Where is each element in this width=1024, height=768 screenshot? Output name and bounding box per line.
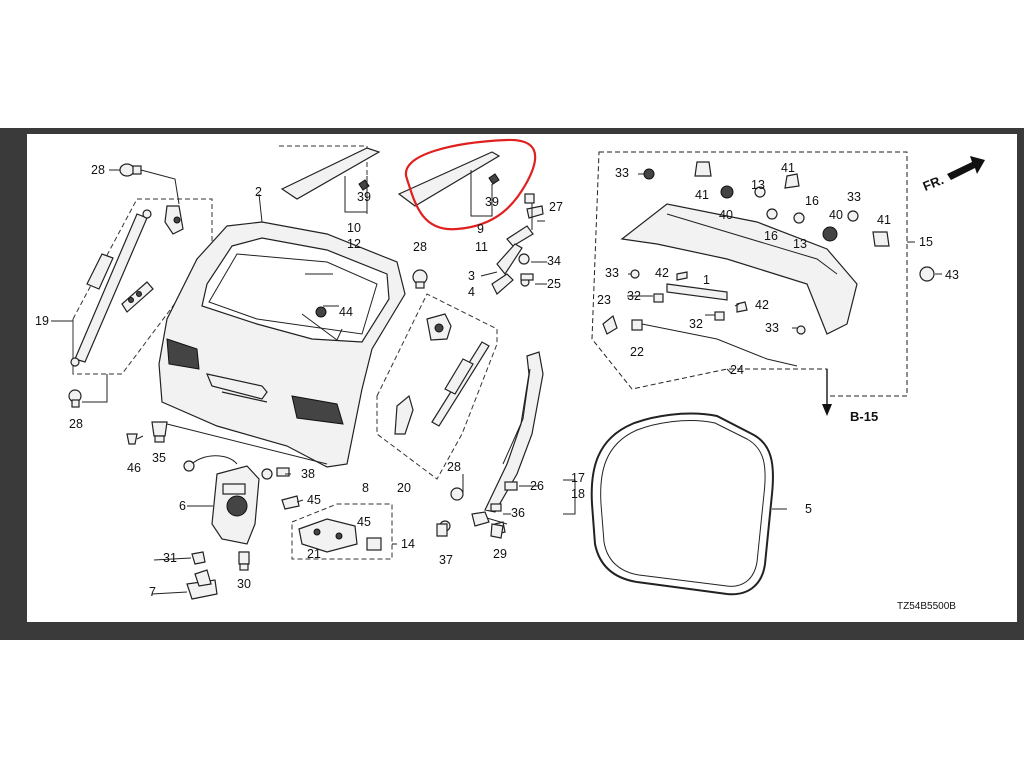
callout-28: 28 xyxy=(413,240,427,254)
callout-39: 39 xyxy=(357,190,371,204)
callout-19: 19 xyxy=(35,314,49,328)
callout-9: 9 xyxy=(477,222,484,236)
callout-8: 8 xyxy=(362,481,369,495)
callout-33: 33 xyxy=(765,321,779,335)
callout-2: 2 xyxy=(255,185,262,199)
callout-26: 26 xyxy=(530,479,544,493)
callout-31: 31 xyxy=(163,551,177,565)
highlight-circle xyxy=(404,138,537,231)
callout-24: 24 xyxy=(730,363,744,377)
clip-28-bottom xyxy=(68,374,108,408)
fasteners-46-35 xyxy=(126,421,168,445)
screenshot-frame: 28 2 10 12 39 39 9 11 27 28 34 3 4 25 19… xyxy=(0,128,1024,640)
callout-41: 41 xyxy=(877,213,891,227)
callout-20: 20 xyxy=(397,481,411,495)
callout-28: 28 xyxy=(91,163,105,177)
callout-18: 18 xyxy=(571,487,585,501)
callout-32: 32 xyxy=(627,289,641,303)
callout-46: 46 xyxy=(127,461,141,475)
callout-33: 33 xyxy=(605,266,619,280)
callout-29: 29 xyxy=(493,547,507,561)
callout-7: 7 xyxy=(149,585,156,599)
strut-group-20 xyxy=(376,269,498,501)
callout-17: 17 xyxy=(571,471,585,485)
reference-arrow xyxy=(822,369,832,416)
front-direction-arrow xyxy=(947,156,985,180)
handle-group-14 xyxy=(291,503,393,560)
callout-42: 42 xyxy=(655,266,669,280)
strut-group-19 xyxy=(70,198,213,375)
callout-28: 28 xyxy=(69,417,83,431)
strip-10-12 xyxy=(279,145,381,214)
callout-35: 35 xyxy=(152,451,166,465)
leader-lines xyxy=(51,169,942,595)
callout-45: 45 xyxy=(357,515,371,529)
fasteners-31-30-7 xyxy=(186,523,504,600)
callout-25: 25 xyxy=(547,277,561,291)
callout-22: 22 xyxy=(630,345,644,359)
callout-37: 37 xyxy=(439,553,453,567)
callout-38: 38 xyxy=(301,467,315,481)
callout-34: 34 xyxy=(547,254,561,268)
callout-40: 40 xyxy=(719,208,733,222)
latch-assembly-6 xyxy=(183,455,300,545)
callout-27: 27 xyxy=(549,200,563,214)
callout-6: 6 xyxy=(179,499,186,513)
callout-5: 5 xyxy=(805,502,812,516)
callout-40: 40 xyxy=(829,208,843,222)
callout-41: 41 xyxy=(781,161,795,175)
callout-11: 11 xyxy=(475,240,488,254)
spoiler-group-15 xyxy=(591,151,935,397)
reference-label: B-15 xyxy=(850,409,878,424)
strip-9-11 xyxy=(397,151,501,217)
callout-12: 12 xyxy=(347,237,361,251)
callout-10: 10 xyxy=(347,221,361,235)
tailgate-panel-2 xyxy=(158,221,406,468)
callout-21: 21 xyxy=(307,547,321,561)
callout-42: 42 xyxy=(755,298,769,312)
callout-labels: 28 2 10 12 39 39 9 11 27 28 34 3 4 25 19… xyxy=(35,161,959,612)
callout-32: 32 xyxy=(689,317,703,331)
callout-33: 33 xyxy=(615,166,629,180)
callout-16: 16 xyxy=(764,229,778,243)
callout-43: 43 xyxy=(945,268,959,282)
callout-1: 1 xyxy=(703,273,710,287)
tailgate-exploded-diagram: 28 2 10 12 39 39 9 11 27 28 34 3 4 25 19… xyxy=(35,138,985,612)
front-direction-label: FR. xyxy=(921,172,946,194)
clip-28-top xyxy=(119,163,180,205)
callout-13: 13 xyxy=(751,178,765,192)
callout-3: 3 xyxy=(468,269,475,283)
callout-28: 28 xyxy=(447,460,461,474)
callout-15: 15 xyxy=(919,235,933,249)
callout-13: 13 xyxy=(793,237,807,251)
callout-23: 23 xyxy=(597,293,611,307)
callout-45: 45 xyxy=(307,493,321,507)
weatherstrip-5 xyxy=(590,412,774,596)
callout-30: 30 xyxy=(237,577,251,591)
hinge-parts xyxy=(491,193,544,295)
callout-41: 41 xyxy=(695,188,709,202)
callout-14: 14 xyxy=(401,537,415,551)
callout-39: 39 xyxy=(485,195,499,209)
callout-16: 16 xyxy=(805,194,819,208)
callout-36: 36 xyxy=(511,506,525,520)
parts-diagram-sheet: 28 2 10 12 39 39 9 11 27 28 34 3 4 25 19… xyxy=(27,134,1017,622)
diagram-code: TZ54B5500B xyxy=(897,601,956,612)
callout-4: 4 xyxy=(468,285,475,299)
callout-33: 33 xyxy=(847,190,861,204)
callout-44: 44 xyxy=(339,305,353,319)
